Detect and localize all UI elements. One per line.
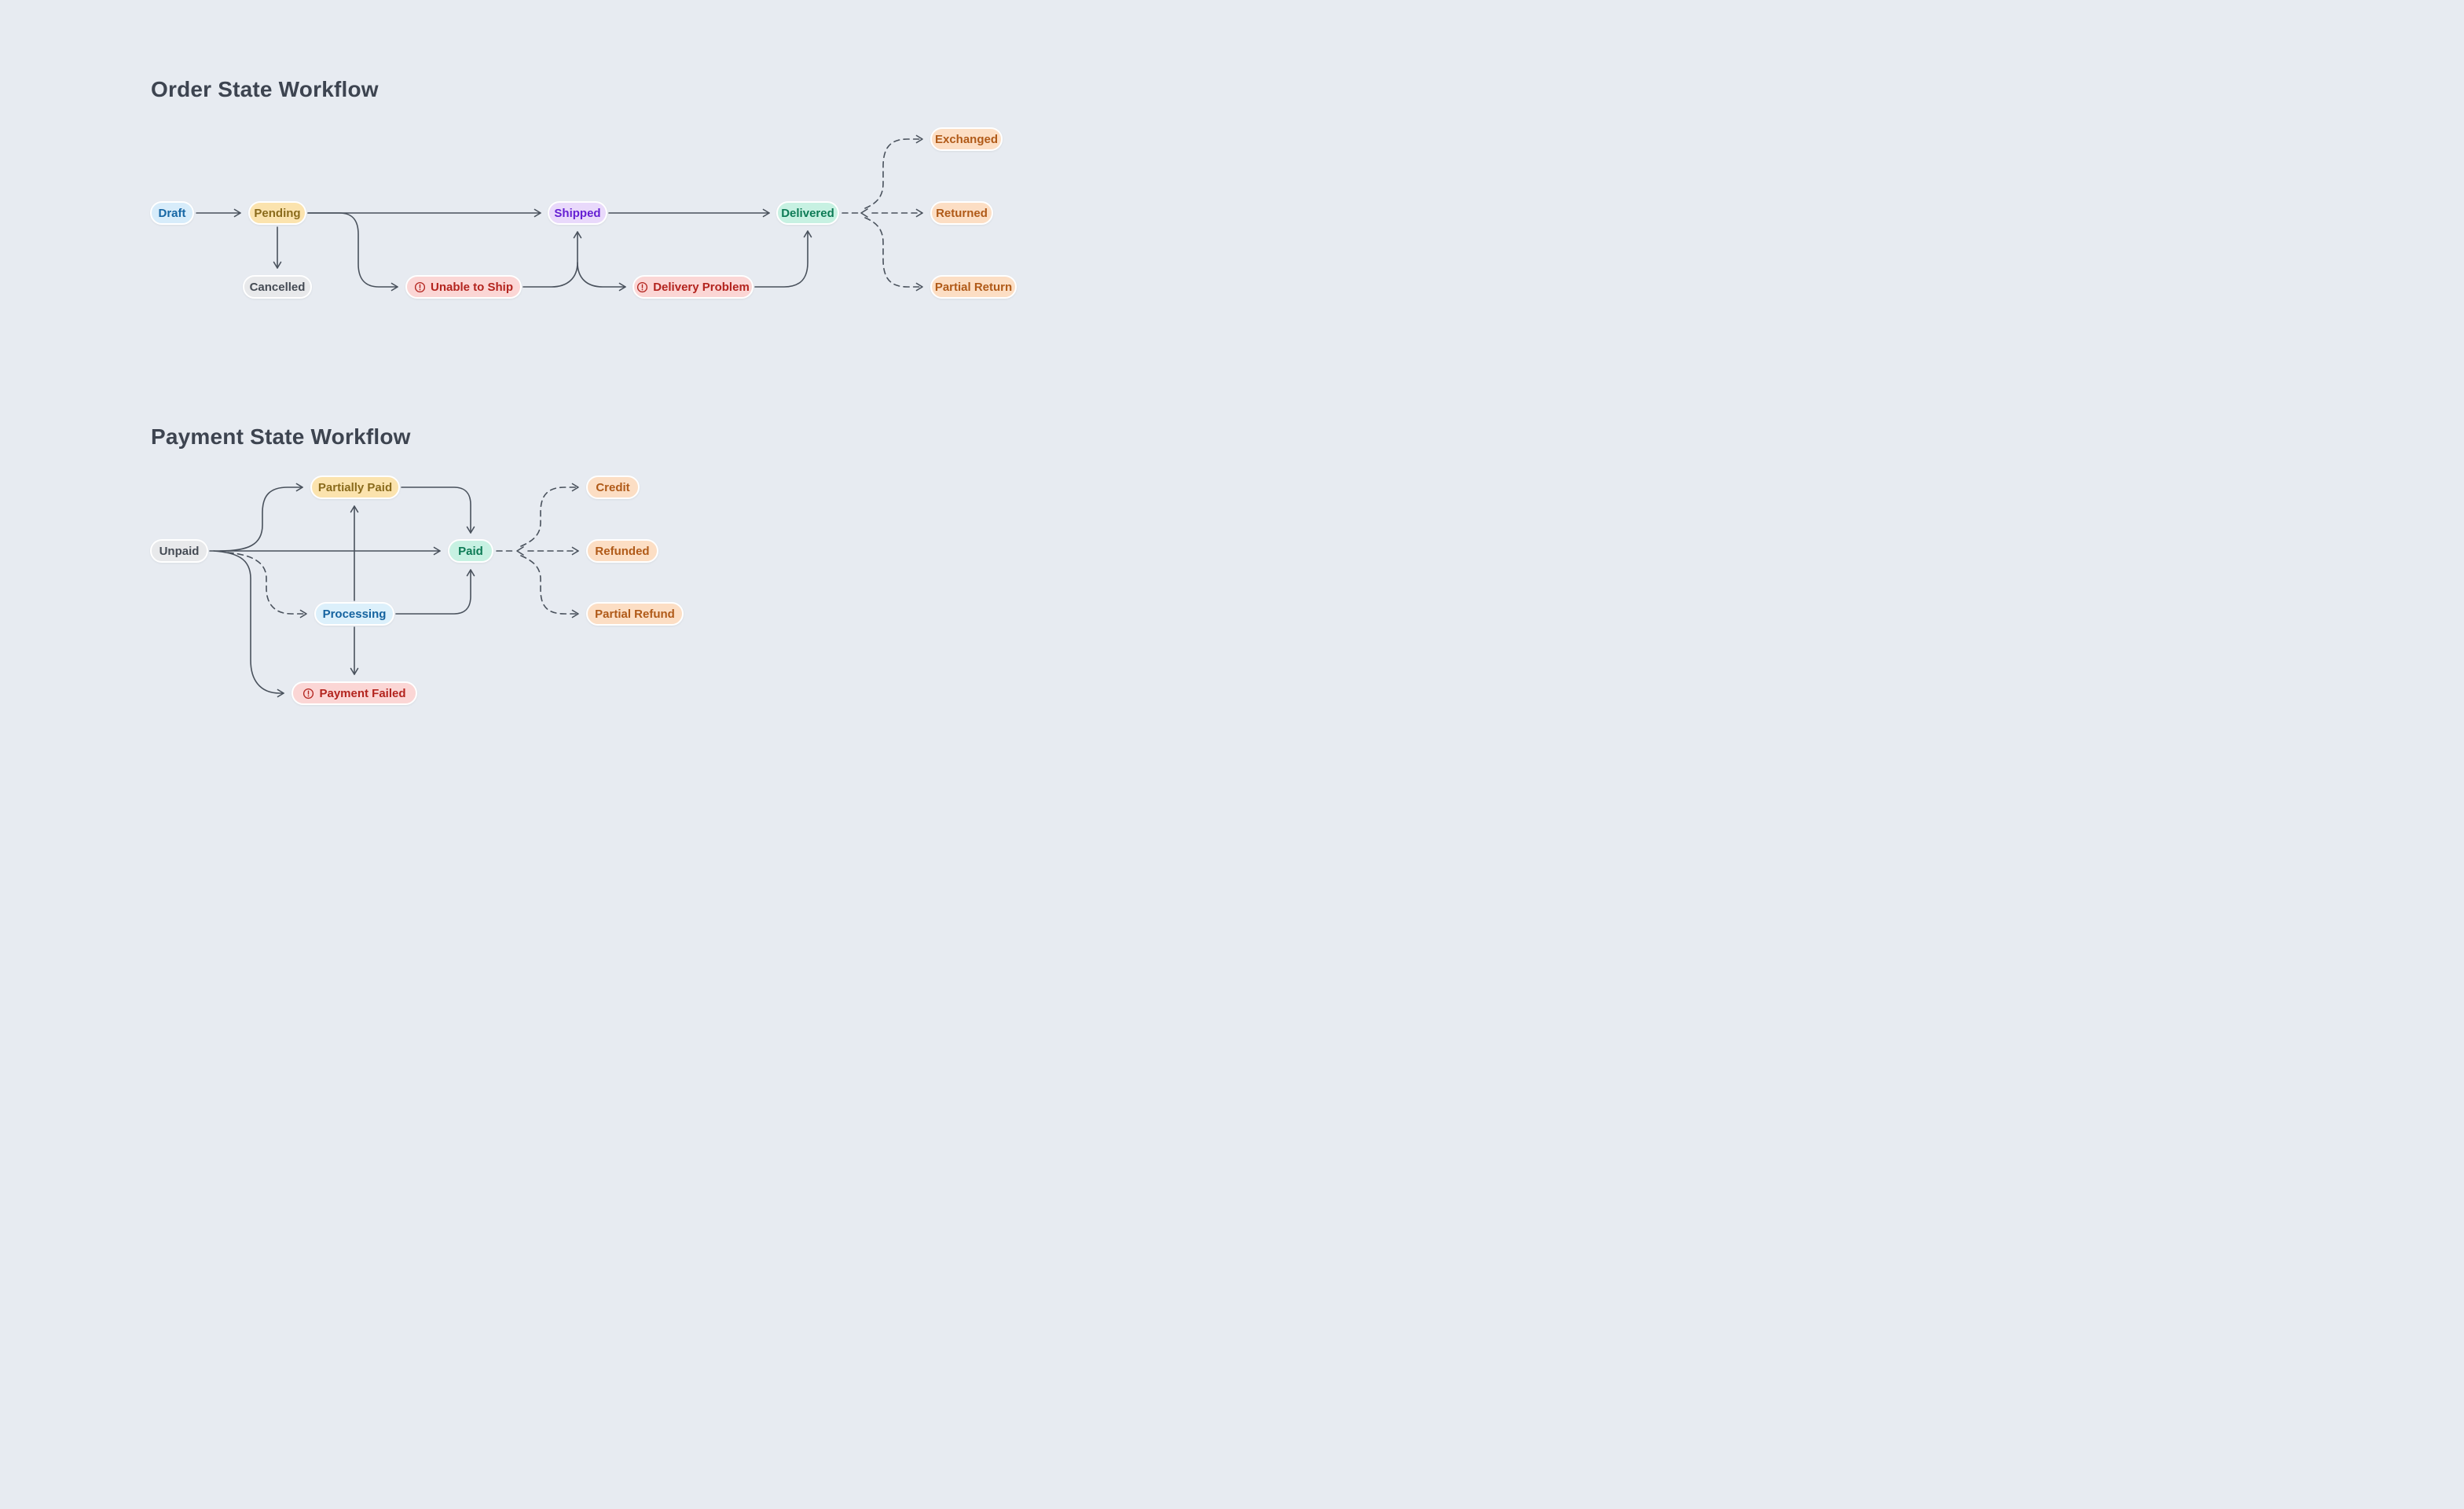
node-unpaid: Unpaid: [150, 539, 208, 563]
node-credit-label: Credit: [596, 480, 630, 494]
edge-unpaid-payment-failed: [213, 550, 284, 698]
node-exchanged-label: Exchanged: [934, 132, 999, 146]
node-cancelled: Cancelled: [243, 275, 312, 299]
node-credit: Credit: [586, 475, 640, 499]
node-pending: Pending: [248, 201, 306, 225]
workflow-diagram-canvas: Order State Workflow Payment State Workf…: [0, 0, 1232, 754]
edge-fork-credit: [520, 483, 579, 547]
edge-pending-unable-to-ship: [307, 212, 398, 292]
node-draft-label: Draft: [158, 206, 186, 220]
node-delivery-problem: Delivery Problem: [632, 275, 754, 299]
node-partially-paid: Partially Paid: [310, 475, 400, 499]
node-payment-failed: Payment Failed: [292, 681, 417, 705]
node-returned-label: Returned: [936, 206, 988, 220]
edges-layer: [196, 134, 923, 698]
node-delivery-problem-label: Delivery Problem: [653, 280, 750, 294]
edge-fork-partial-return: [864, 217, 923, 292]
node-unable-to-ship: Unable to Ship: [405, 275, 522, 299]
edge-processing-paid: [395, 569, 475, 615]
edge-unpaid-processing: [227, 552, 307, 619]
node-partial-refund: Partial Refund: [586, 602, 684, 626]
edge-unable-to-ship-delivery-problem: [577, 262, 626, 292]
node-payment-failed-label: Payment Failed: [319, 686, 406, 700]
edge-fork-exchanged: [864, 134, 923, 209]
node-partial-return: Partial Return: [930, 275, 1017, 299]
node-cancelled-label: Cancelled: [249, 280, 306, 294]
alert-icon: [636, 281, 648, 293]
node-pending-label: Pending: [254, 206, 301, 220]
node-partial-return-label: Partial Return: [934, 280, 1013, 294]
edge-partially-paid-paid: [401, 486, 475, 534]
node-paid-label: Paid: [458, 544, 483, 558]
node-paid: Paid: [448, 539, 493, 563]
node-delivered: Delivered: [776, 201, 839, 225]
order-workflow-title: Order State Workflow: [151, 77, 379, 101]
node-unpaid-label: Unpaid: [159, 544, 200, 558]
node-draft: Draft: [150, 201, 194, 225]
node-refunded-label: Refunded: [595, 544, 650, 558]
alert-icon: [414, 281, 426, 293]
node-refunded: Refunded: [586, 539, 658, 563]
edge-unpaid-partially-paid: [219, 483, 303, 552]
edge-unable-to-ship-shipped: [522, 231, 582, 288]
node-shipped: Shipped: [548, 201, 607, 225]
node-partially-paid-label: Partially Paid: [317, 480, 393, 494]
payment-workflow-title: Payment State Workflow: [151, 424, 411, 449]
node-delivered-label: Delivered: [781, 206, 834, 220]
edge-fork-partial-refund: [520, 555, 579, 619]
node-exchanged: Exchanged: [930, 127, 1003, 151]
node-shipped-label: Shipped: [554, 206, 601, 220]
alert-icon: [302, 688, 314, 699]
node-processing-label: Processing: [322, 607, 387, 621]
fork-back-arrow-paid: [516, 546, 524, 556]
node-unable-to-ship-label: Unable to Ship: [431, 280, 513, 294]
node-processing: Processing: [314, 602, 394, 626]
fork-back-arrow-delivered: [860, 208, 868, 218]
edge-delivery-problem-delivered: [754, 230, 812, 288]
node-partial-refund-label: Partial Refund: [595, 607, 675, 621]
node-returned: Returned: [930, 201, 993, 225]
